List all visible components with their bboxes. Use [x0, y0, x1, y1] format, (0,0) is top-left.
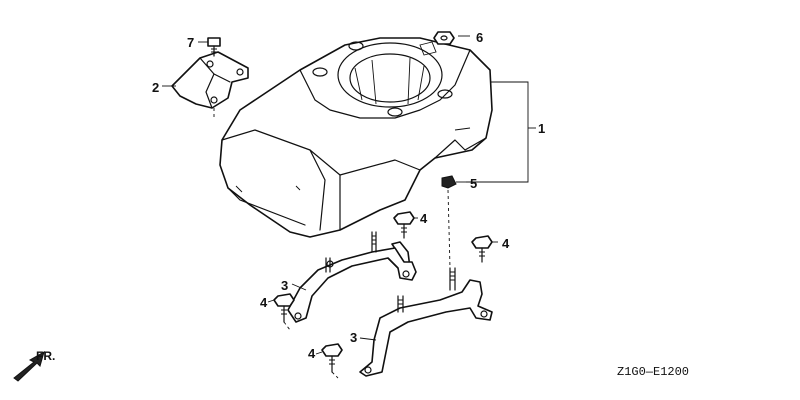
- bolt-4-a: [393, 211, 415, 239]
- callout-5: 5: [470, 176, 477, 191]
- front-label: FR.: [36, 349, 55, 363]
- callout-7: 7: [187, 35, 194, 50]
- diagram-code: Z1G0—E1200: [617, 365, 689, 379]
- callout-1: 1: [538, 121, 545, 136]
- support-bracket-upper: [287, 231, 417, 323]
- callout-4-b: 4: [502, 236, 510, 251]
- callout-4-a: 4: [420, 211, 428, 226]
- bolt-4-d: [321, 343, 343, 373]
- bolt-4-b: [471, 235, 493, 263]
- bolt-7: [207, 37, 221, 57]
- callout-4-d: 4: [308, 346, 316, 361]
- callout-3-b: 3: [350, 330, 357, 345]
- leader-lines: [162, 35, 536, 379]
- callout-4-c: 4: [260, 295, 268, 310]
- fan-cover-shroud: [219, 37, 493, 238]
- front-direction-arrow-icon: [13, 350, 45, 382]
- callout-2: 2: [152, 80, 159, 95]
- support-bracket-lower: [359, 267, 493, 377]
- nut-6: [433, 31, 455, 45]
- callout-3-a: 3: [281, 278, 288, 293]
- nut-5: [441, 175, 457, 189]
- callout-6: 6: [476, 30, 483, 45]
- bracket-plate: [171, 51, 249, 109]
